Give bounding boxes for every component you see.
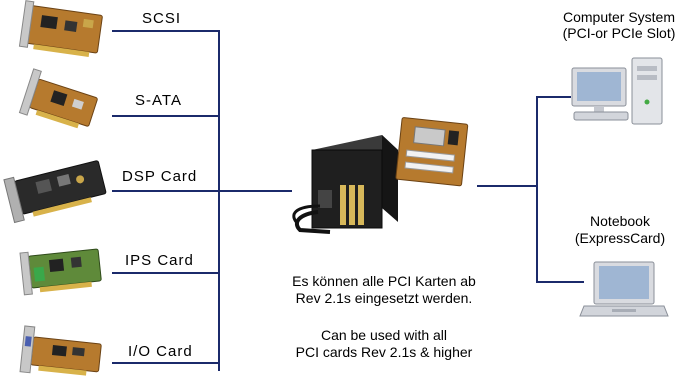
computer-system-subtitle: (PCI-or PCIe Slot) — [562, 25, 676, 41]
english-caption-line-1: Can be used with all — [320, 327, 448, 343]
computer-system-title: Computer System — [562, 9, 676, 25]
io-card-icon — [19, 325, 102, 376]
ips-wire — [112, 272, 219, 274]
laptop-icon — [579, 261, 669, 317]
desktop-computer-icon — [571, 57, 663, 125]
english-caption-line-2: PCI cards Rev 2.1s & higher — [295, 344, 473, 360]
expansion-chassis-icon — [292, 135, 398, 234]
pci-board-icon — [395, 117, 469, 187]
notebook-title: Notebook — [590, 213, 650, 229]
scsi-wire — [112, 30, 219, 32]
io-wire — [112, 362, 219, 364]
host-branch-vertical — [536, 96, 538, 282]
io-card-label: I/O Card — [128, 343, 193, 360]
ips-card-icon — [19, 248, 102, 296]
sata-wire — [112, 115, 219, 117]
dsp-card-icon — [3, 160, 107, 224]
host-wire — [477, 185, 537, 187]
dsp-card-label: DSP Card — [122, 168, 198, 185]
computer-wire — [536, 96, 571, 98]
german-caption-line-2: Rev 2.1s eingesetzt werden. — [295, 290, 473, 306]
ips-card-label: IPS Card — [125, 252, 194, 269]
scsi-card-icon — [18, 0, 103, 57]
notebook-wire — [536, 281, 584, 283]
dsp-wire — [112, 190, 292, 192]
bus-line-vertical — [218, 30, 220, 371]
sata-card-icon — [18, 68, 98, 129]
german-caption-line-1: Es können alle PCI Karten ab — [292, 273, 476, 289]
scsi-label: SCSI — [142, 10, 182, 27]
sata-label: S-ATA — [135, 92, 182, 109]
notebook-subtitle: (ExpressCard) — [574, 230, 666, 246]
